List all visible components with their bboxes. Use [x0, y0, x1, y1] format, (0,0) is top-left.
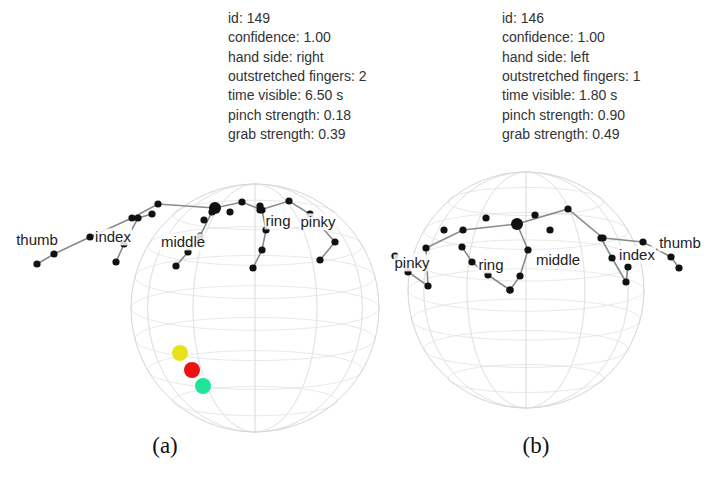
joint-dot	[285, 197, 292, 204]
finger-label: middle	[160, 233, 206, 250]
joint-dot	[516, 272, 523, 279]
joint-dot	[249, 264, 256, 271]
finger-label: pinky	[393, 254, 430, 271]
joint-dot	[564, 205, 571, 212]
joint-dot	[468, 258, 475, 265]
joint-dot	[506, 286, 513, 293]
joint-dot	[667, 253, 674, 260]
joint-dot	[258, 246, 265, 253]
finger-label: thumb	[15, 231, 59, 248]
joint-dot	[148, 210, 155, 217]
tracking-dot	[172, 345, 188, 361]
hand-property: grab strength: 0.49	[502, 126, 620, 142]
hand-property: id: 149	[228, 10, 270, 26]
joint-dot	[50, 250, 57, 257]
joint-dot	[33, 260, 40, 267]
joint-dot	[172, 262, 179, 269]
joint-dot	[134, 214, 141, 221]
wireframe-sphere	[131, 184, 379, 432]
finger-bone	[510, 224, 528, 290]
finger-label: middle	[535, 251, 581, 268]
panel-label: (b)	[523, 433, 550, 459]
joint-dot	[531, 211, 538, 218]
joint-dot	[546, 226, 553, 233]
tracking-dot	[184, 362, 200, 378]
hand-property: time visible: 1.80 s	[502, 87, 617, 103]
finger-bone	[517, 209, 679, 268]
finger-bone	[215, 202, 266, 268]
joint-dot	[226, 208, 233, 215]
joint-dot	[599, 234, 606, 241]
joint-dot	[624, 263, 631, 270]
joint-dot	[238, 198, 245, 205]
hand-property: outstretched fingers: 2	[228, 68, 367, 84]
joint-dot	[440, 226, 447, 233]
joint-dot	[675, 264, 682, 271]
finger-label: ring	[264, 212, 291, 229]
joint-dot	[316, 256, 323, 263]
hand-property: grab strength: 0.39	[228, 126, 346, 142]
hand-property: hand side: right	[228, 49, 324, 65]
joint-dot	[256, 202, 263, 209]
hand-property: pinch strength: 0.90	[502, 107, 625, 123]
joint-dot	[424, 282, 431, 289]
palm-dot	[511, 218, 523, 230]
hand-property: confidence: 1.00	[228, 29, 331, 45]
joint-dot	[200, 216, 207, 223]
finger-label: index	[618, 246, 656, 263]
hand-property: hand side: left	[502, 49, 589, 65]
panel-label: (a)	[152, 433, 178, 459]
finger-label: pinky	[299, 213, 336, 230]
hand-property: id: 146	[502, 10, 544, 26]
joint-dot	[524, 246, 531, 253]
finger-label: thumb	[658, 234, 702, 251]
finger-label: ring	[477, 256, 504, 273]
finger-bone	[37, 204, 215, 264]
wireframe-sphere	[408, 172, 644, 408]
hand-property: pinch strength: 0.18	[228, 107, 351, 123]
joint-dot	[154, 200, 161, 207]
joint-dot	[86, 233, 93, 240]
hand-property: confidence: 1.00	[502, 29, 605, 45]
finger-bone	[462, 247, 510, 290]
palm-dot	[209, 202, 221, 214]
joint-dot	[331, 238, 338, 245]
joint-dot	[422, 244, 429, 251]
joint-dot	[622, 278, 629, 285]
hand-property: time visible: 6.50 s	[228, 87, 343, 103]
joint-dot	[112, 258, 119, 265]
joint-dot	[506, 286, 513, 293]
joint-dot	[459, 226, 466, 233]
hand-skeleton	[391, 205, 682, 293]
finger-label: index	[94, 228, 132, 245]
joint-dot	[639, 238, 646, 245]
joint-dot	[482, 214, 489, 221]
joint-dot	[458, 243, 465, 250]
hand-property: outstretched fingers: 1	[502, 68, 641, 84]
joint-dot	[608, 254, 615, 261]
hand-skeleton	[33, 197, 338, 271]
tracking-dot	[195, 378, 211, 394]
tracking-dots	[172, 345, 211, 394]
